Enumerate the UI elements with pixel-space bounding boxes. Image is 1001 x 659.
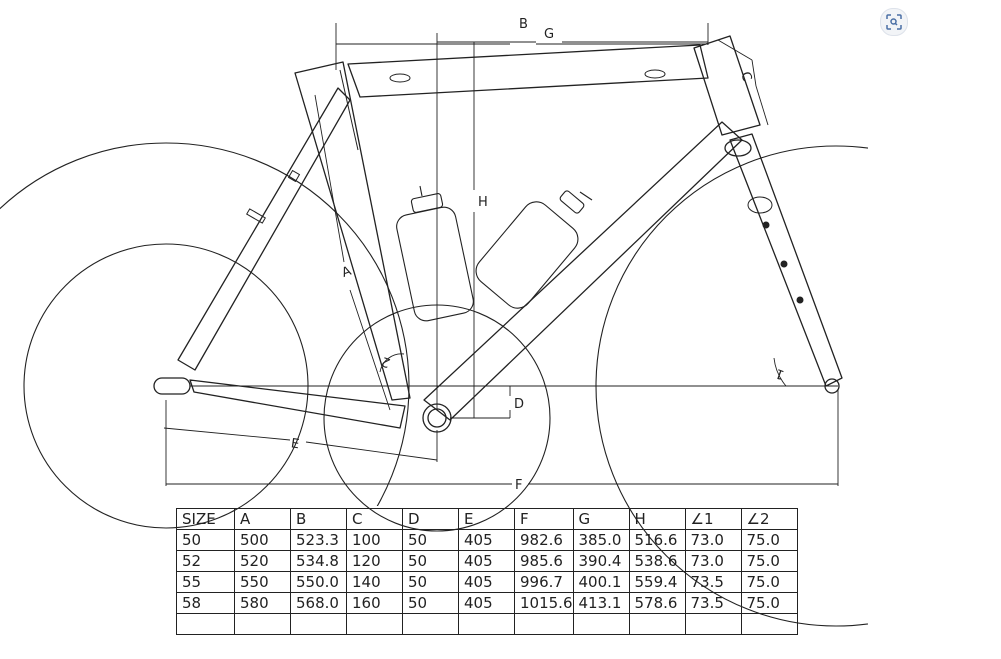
table-row: 58 580 568.0 160 50 405 1015.6 413.1 578…: [176, 592, 798, 614]
table-cell: [684, 613, 742, 635]
seat-stay: [177, 87, 351, 371]
table-cell: 120: [346, 550, 403, 572]
table-cell: 996.7: [514, 571, 574, 593]
header-h: H: [628, 508, 686, 530]
header-b: B: [290, 508, 347, 530]
table-cell: 50: [402, 550, 459, 572]
table-cell: 550.0: [290, 571, 347, 593]
table-cell: 534.8: [290, 550, 347, 572]
table-cell: 550: [234, 571, 291, 593]
table-cell: 75.0: [740, 529, 798, 551]
top-tube: [347, 44, 709, 98]
table-row: 50 500 523.3 100 50 405 982.6 385.0 516.…: [176, 529, 798, 551]
table-cell: [346, 613, 403, 635]
table-row-empty: [176, 613, 798, 635]
table-cell: 405: [458, 592, 515, 614]
table-cell: 390.4: [572, 550, 630, 572]
table-cell: 538.6: [628, 550, 686, 572]
header-angle-2: ∠2: [740, 508, 798, 530]
table-cell: 73.0: [684, 529, 742, 551]
table-cell: 385.0: [572, 529, 630, 551]
header-e: E: [458, 508, 515, 530]
table-cell: [458, 613, 515, 635]
table-cell: [234, 613, 291, 635]
header-c: C: [346, 508, 403, 530]
chain-stay: [189, 379, 406, 429]
table-cell: 75.0: [740, 550, 798, 572]
geometry-table: SIZE A B C D E F G H ∠1 ∠2 50 500 523.3 …: [176, 508, 798, 635]
seat-tube: [294, 61, 411, 401]
dimension-label-f: F: [515, 478, 522, 493]
fork: [729, 133, 843, 387]
table-cell: 568.0: [290, 592, 347, 614]
table-cell: 520: [234, 550, 291, 572]
table-cell: 50: [402, 529, 459, 551]
header-a: A: [234, 508, 291, 530]
table-cell: 405: [458, 529, 515, 551]
table-cell: 160: [346, 592, 403, 614]
table-cell: 100: [346, 529, 403, 551]
table-cell: 523.3: [290, 529, 347, 551]
table-cell: [290, 613, 347, 635]
table-cell: 55: [176, 571, 235, 593]
table-cell: 413.1: [572, 592, 630, 614]
bottle-down-tube: [475, 190, 593, 309]
table-cell: 58: [176, 592, 235, 614]
table-cell: 50: [176, 529, 235, 551]
visual-search-button[interactable]: [880, 8, 908, 36]
table-cell: 516.6: [628, 529, 686, 551]
table-cell: [176, 613, 235, 635]
table-cell: 52: [176, 550, 235, 572]
dimension-label-h: H: [478, 195, 488, 210]
table-cell: 73.5: [684, 571, 742, 593]
table-row: 55 550 550.0 140 50 405 996.7 400.1 559.…: [176, 571, 798, 593]
dimension-label-a: A: [340, 264, 354, 281]
table-cell: 75.0: [740, 592, 798, 614]
table-row: 52 520 534.8 120 50 405 985.6 390.4 538.…: [176, 550, 798, 572]
table-cell: 500: [234, 529, 291, 551]
rear-dropout: [153, 377, 191, 395]
head-tube: [693, 35, 761, 136]
table-cell: [514, 613, 574, 635]
table-cell: [740, 613, 798, 635]
header-angle-1: ∠1: [684, 508, 742, 530]
table-cell: 73.0: [684, 550, 742, 572]
table-cell: 405: [458, 550, 515, 572]
table-cell: 578.6: [628, 592, 686, 614]
table-cell: [402, 613, 459, 635]
down-tube: [423, 121, 743, 421]
table-header-row: SIZE A B C D E F G H ∠1 ∠2: [176, 508, 798, 530]
table-cell: [572, 613, 630, 635]
table-cell: 580: [234, 592, 291, 614]
table-cell: 50: [402, 571, 459, 593]
table-cell: 405: [458, 571, 515, 593]
dimension-label-g: G: [544, 27, 554, 42]
table-cell: [628, 613, 686, 635]
table-cell: 985.6: [514, 550, 574, 572]
bottle-seat-tube: [396, 185, 474, 322]
angle-label-2: 2: [380, 353, 393, 370]
table-cell: 50: [402, 592, 459, 614]
scan-search-icon: [886, 14, 902, 30]
table-cell: 1015.6: [514, 592, 574, 614]
table-cell: 75.0: [740, 571, 798, 593]
dimension-label-b: B: [519, 17, 528, 32]
header-d: D: [402, 508, 459, 530]
table-cell: 400.1: [572, 571, 630, 593]
header-g: G: [572, 508, 630, 530]
dimension-label-d: D: [514, 397, 524, 412]
dimension-label-c: C: [737, 70, 754, 83]
header-size: SIZE: [176, 508, 235, 530]
header-f: F: [514, 508, 574, 530]
table-cell: 73.5: [684, 592, 742, 614]
table-cell: 982.6: [514, 529, 574, 551]
table-cell: 559.4: [628, 571, 686, 593]
table-cell: 140: [346, 571, 403, 593]
dimension-label-e: E: [290, 436, 300, 452]
